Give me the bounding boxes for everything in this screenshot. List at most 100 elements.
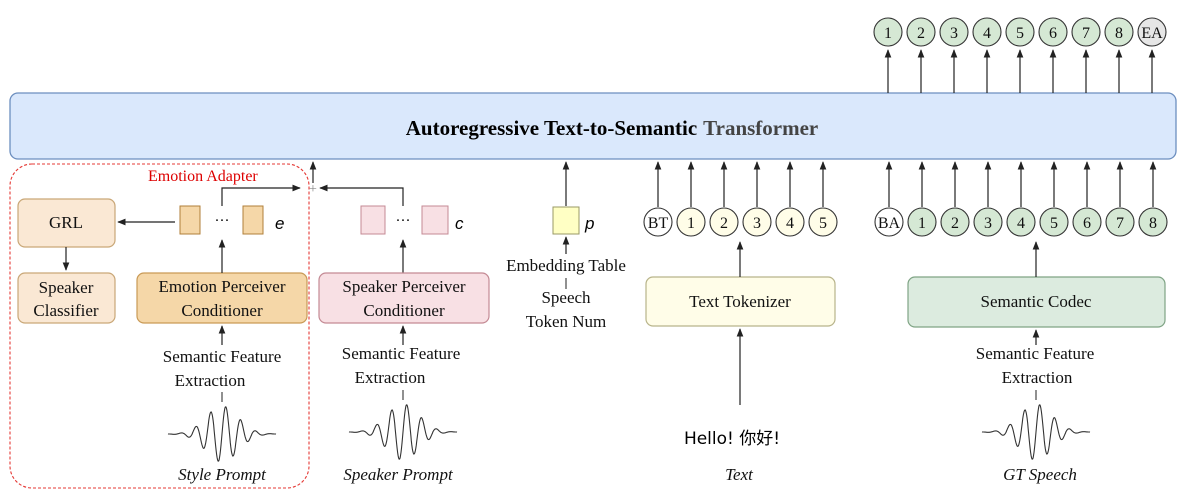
semantic-token: 1 xyxy=(907,207,937,237)
output-token-circle xyxy=(906,17,936,47)
semantic-token-circle xyxy=(874,207,904,237)
speaker-vector-to-sum-arrow xyxy=(319,184,404,206)
transformer-title-main: Autoregressive Text-to-Semantic xyxy=(406,116,697,140)
embedding-table-label: Embedding Table xyxy=(506,256,626,275)
output-token: 8 xyxy=(1104,17,1134,47)
text-token-label: BT xyxy=(648,215,669,232)
emotion-adapter-region xyxy=(9,163,310,489)
text-token-circle xyxy=(775,207,805,237)
output-token-label: 5 xyxy=(1016,25,1024,42)
style-prompt-waveform xyxy=(167,406,277,462)
text-token: 4 xyxy=(775,207,805,237)
output-token-circle xyxy=(972,17,1002,47)
output-token-label: 4 xyxy=(983,25,991,42)
gt-extraction-label-2: Extraction xyxy=(1002,368,1073,387)
text-token-circle xyxy=(709,207,739,237)
semantic-token-label: 5 xyxy=(1050,215,1058,232)
semantic-token-label: 8 xyxy=(1149,215,1157,232)
semantic-token: 3 xyxy=(973,207,1003,237)
emotion-vector-ellipsis: ··· xyxy=(215,213,230,229)
emotion-vector-to-sum-arrow xyxy=(221,184,301,206)
speaker-classifier-box xyxy=(17,272,116,324)
speaker-classifier-label-1: Speaker xyxy=(39,278,94,297)
semantic-token: 6 xyxy=(1072,207,1102,237)
input-arrows xyxy=(654,161,1157,207)
text-token: 2 xyxy=(709,207,739,237)
gt-speech-caption: GT Speech xyxy=(1003,465,1077,484)
semantic-codec-label: Semantic Codec xyxy=(981,292,1092,311)
speaker-conditioner-label-1: Speaker Perceiver xyxy=(342,277,466,296)
gt-extraction-label-1: Semantic Feature xyxy=(976,344,1095,363)
speaker-prompt-caption: Speaker Prompt xyxy=(343,465,454,484)
text-token-circle xyxy=(643,207,673,237)
embedding-vector-symbol: p xyxy=(584,214,594,233)
text-token: 3 xyxy=(742,207,772,237)
style-prompt-caption: Style Prompt xyxy=(178,465,267,484)
speaker-vector-ellipsis: ··· xyxy=(396,213,411,229)
emotion-conditioner-label-1: Emotion Perceiver xyxy=(159,277,286,296)
speaker-vector-cell-1 xyxy=(360,205,386,235)
emotion-vector-cell-2 xyxy=(242,205,264,235)
speaker-extraction-label-1: Semantic Feature xyxy=(342,344,461,363)
output-token: EA xyxy=(1137,17,1167,47)
text-token-label: 1 xyxy=(687,215,695,232)
output-token: 7 xyxy=(1071,17,1101,47)
semantic-token-label: 2 xyxy=(951,215,959,232)
output-token: 1 xyxy=(873,17,903,47)
semantic-token-circle xyxy=(973,207,1003,237)
output-token: 2 xyxy=(906,17,936,47)
semantic-token-circle xyxy=(1072,207,1102,237)
text-token-label: 3 xyxy=(753,215,761,232)
semantic-token-circle xyxy=(1006,207,1036,237)
text-caption: Text xyxy=(725,465,754,484)
text-input: Hello! 你好! xyxy=(684,429,780,449)
speaker-conditioner-label-2: Conditioner xyxy=(363,301,445,320)
semantic-token: 4 xyxy=(1006,207,1036,237)
output-token-label: 3 xyxy=(950,25,958,42)
emotion-extraction-label-1: Semantic Feature xyxy=(163,347,282,366)
gt-speech-waveform xyxy=(981,404,1091,460)
semantic-token: 7 xyxy=(1105,207,1135,237)
emotion-vector-cell-1 xyxy=(179,205,201,235)
speech-token-num-label-1: Speech xyxy=(541,288,591,307)
text-tokenizer-label: Text Tokenizer xyxy=(689,292,791,311)
semantic-token-circle xyxy=(1039,207,1069,237)
semantic-token: 5 xyxy=(1039,207,1069,237)
grl-label: GRL xyxy=(49,213,83,232)
text-token-circle xyxy=(676,207,706,237)
text-token: 5 xyxy=(808,207,838,237)
emotion-conditioner-label-2: Conditioner xyxy=(181,301,263,320)
semantic-token-circle xyxy=(940,207,970,237)
output-token: 3 xyxy=(939,17,969,47)
emotion-adapter-label: Emotion Adapter xyxy=(148,168,258,185)
semantic-token-circle xyxy=(907,207,937,237)
output-token: 6 xyxy=(1038,17,1068,47)
output-token: 5 xyxy=(1005,17,1035,47)
output-token-label: 1 xyxy=(884,25,892,42)
text-token-label: 5 xyxy=(819,215,827,232)
transformer-block xyxy=(9,92,1177,160)
output-token-circle xyxy=(873,17,903,47)
text-token-label: 2 xyxy=(720,215,728,232)
speaker-conditioner-box xyxy=(318,272,490,324)
semantic-token-circle xyxy=(1105,207,1135,237)
speaker-extraction-label-2: Extraction xyxy=(355,368,426,387)
text-token-circle xyxy=(808,207,838,237)
speech-token-num-label-2: Token Num xyxy=(526,312,607,331)
output-token-label: EA xyxy=(1141,25,1163,42)
speaker-vector-symbol: c xyxy=(455,214,464,233)
semantic-token-label: 3 xyxy=(984,215,992,232)
output-token-label: 7 xyxy=(1082,25,1090,42)
text-token-circle xyxy=(742,207,772,237)
output-token-label: 8 xyxy=(1115,25,1123,42)
text-token: 1 xyxy=(676,207,706,237)
speaker-prompt-waveform xyxy=(348,404,458,460)
speaker-classifier-label-2: Classifier xyxy=(33,301,98,320)
output-token-circle xyxy=(1104,17,1134,47)
semantic-token-label: 4 xyxy=(1017,215,1025,232)
